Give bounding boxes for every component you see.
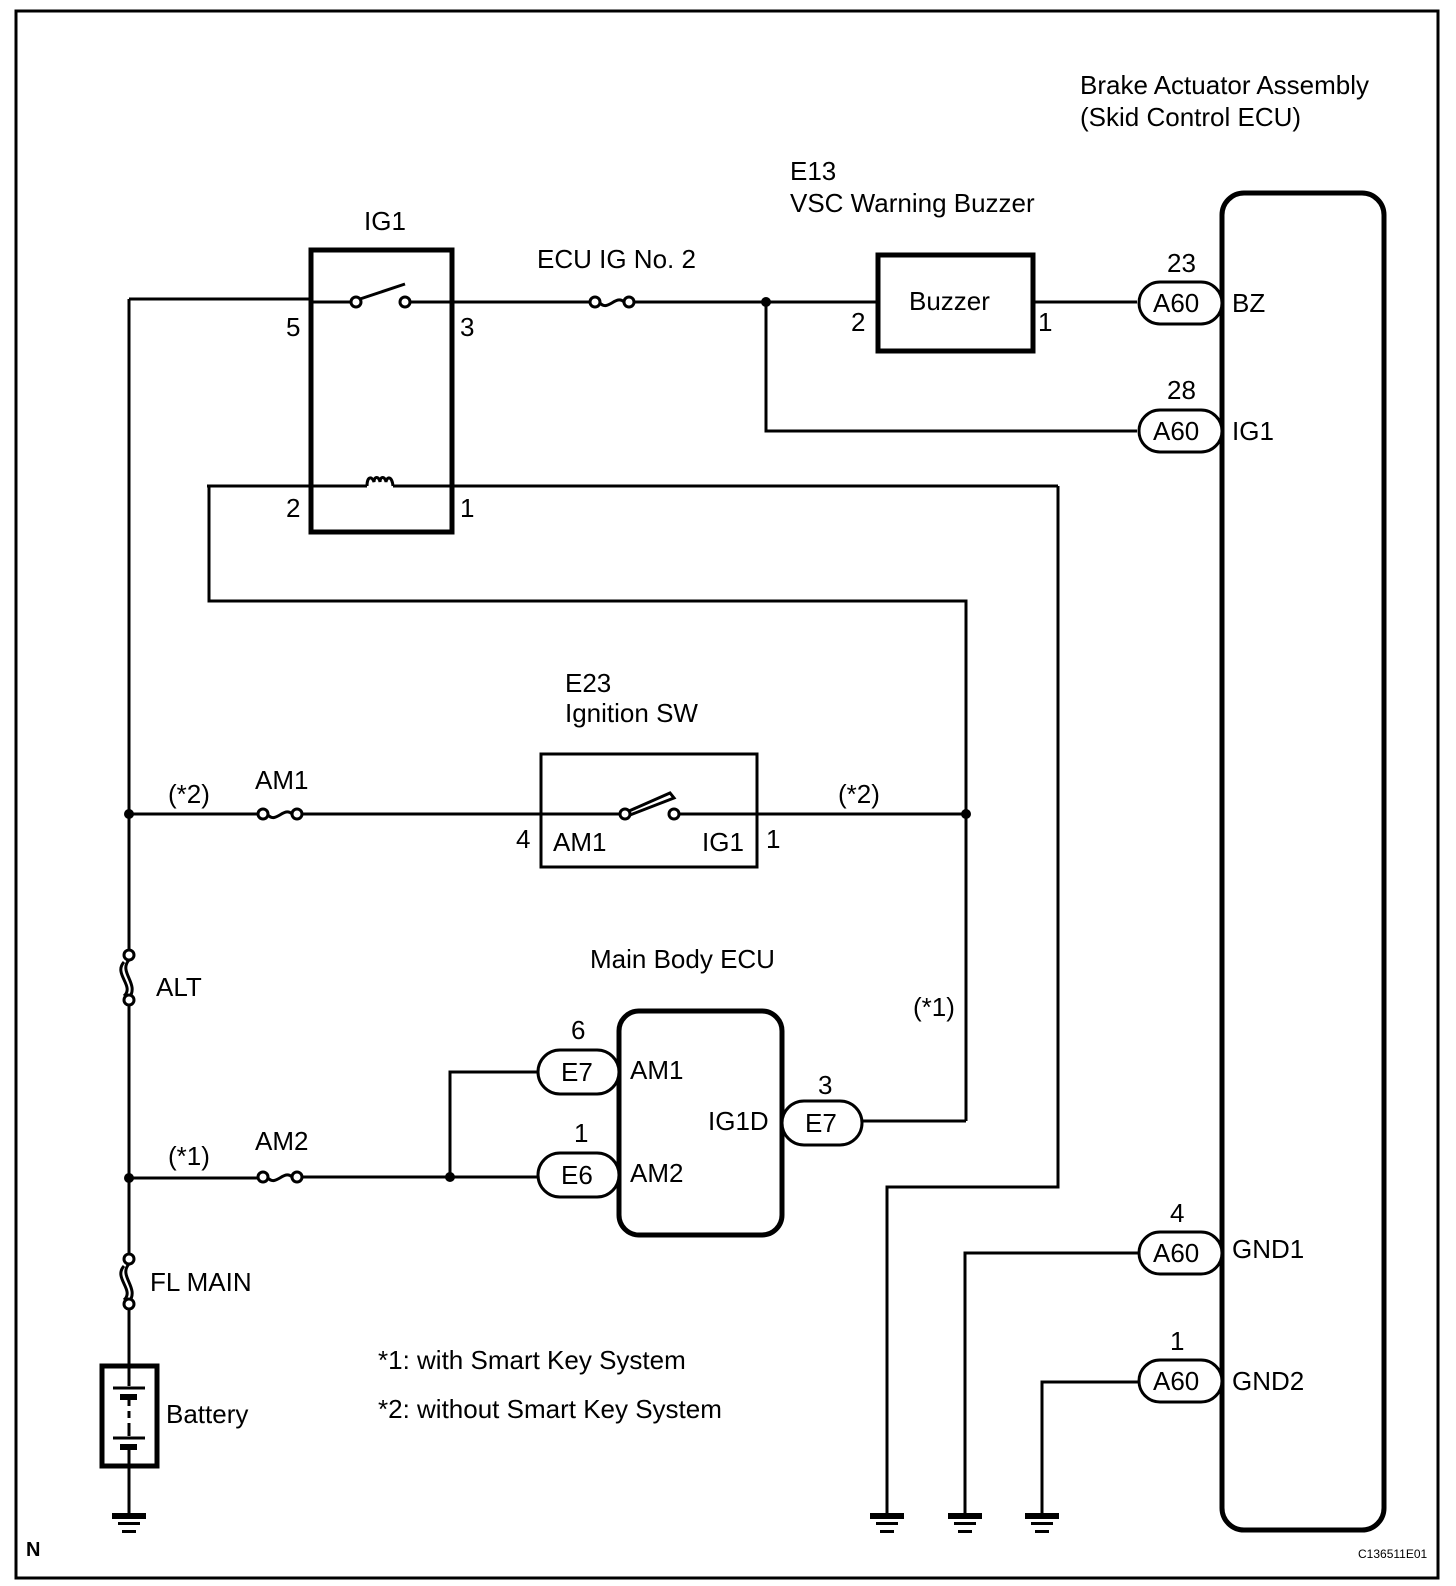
ig-sw-out-note: (*2) bbox=[838, 779, 880, 809]
main-body-ecu-title: Main Body ECU bbox=[590, 944, 775, 974]
connector-code: E6 bbox=[561, 1160, 593, 1190]
wire-to-ecu-ig1 bbox=[764, 302, 1137, 433]
ignition-sw-code: E23 bbox=[565, 668, 611, 698]
ignition-sw-pin-4: 4 bbox=[516, 824, 530, 854]
orientation-mark: N bbox=[26, 1539, 40, 1561]
fuse-fl-main-icon bbox=[119, 1252, 136, 1311]
signal-name: AM1 bbox=[630, 1055, 683, 1085]
connector-code: E7 bbox=[561, 1057, 593, 1087]
relay-pin-5: 5 bbox=[286, 312, 300, 342]
signal-name: IG1D bbox=[708, 1106, 769, 1136]
fuse-fl-main-label: FL MAIN bbox=[150, 1267, 252, 1297]
relay-pin-2: 2 bbox=[286, 493, 300, 523]
connector-code: A60 bbox=[1153, 416, 1199, 446]
wire-gnd1 bbox=[963, 1251, 1139, 1513]
signal-name: GND2 bbox=[1232, 1366, 1304, 1396]
connector-code: A60 bbox=[1153, 1238, 1199, 1268]
ground-icon bbox=[948, 1513, 982, 1533]
relay-switch-icon bbox=[310, 282, 452, 309]
signal-name: BZ bbox=[1232, 288, 1265, 318]
connector-e6-am2: 1 E6 AM2 bbox=[536, 1118, 683, 1199]
signal-name: IG1 bbox=[1232, 416, 1274, 446]
wire-relay-2-loop bbox=[207, 486, 968, 1121]
battery-label: Battery bbox=[166, 1399, 248, 1429]
pin-number: 1 bbox=[574, 1118, 588, 1148]
fuse-am1-icon bbox=[256, 807, 304, 821]
am1-branch-note: (*2) bbox=[168, 779, 210, 809]
figure-id: C136511E01 bbox=[1358, 1547, 1427, 1561]
battery-icon bbox=[99, 1363, 160, 1469]
skid-ecu-title-1: Brake Actuator Assembly bbox=[1080, 70, 1369, 100]
pin-number: 23 bbox=[1167, 248, 1196, 278]
footnote-2: *2: without Smart Key System bbox=[378, 1394, 722, 1424]
signal-name: AM2 bbox=[630, 1158, 683, 1188]
connector-a60-gnd1: 4 A60 GND1 bbox=[1137, 1198, 1304, 1276]
fuse-ecu-ig2-icon bbox=[588, 295, 636, 309]
fuse-alt-icon bbox=[119, 948, 136, 1007]
ignition-sw-am1-label: AM1 bbox=[553, 827, 606, 857]
ignition-sw-ig1-label: IG1 bbox=[702, 827, 744, 857]
wire-relay-1-ground bbox=[885, 486, 1060, 1513]
fuse-am2-icon bbox=[256, 1170, 304, 1184]
pin-number: 4 bbox=[1170, 1198, 1184, 1228]
relay-pin-3: 3 bbox=[460, 312, 474, 342]
junction-dot bbox=[961, 809, 971, 819]
relay-ig1-title: IG1 bbox=[364, 206, 406, 236]
fuse-alt-label: ALT bbox=[156, 972, 202, 1002]
connector-a60-bz: 23 A60 BZ bbox=[1137, 248, 1265, 326]
ignition-sw-box bbox=[539, 752, 759, 869]
skid-ecu-box bbox=[1219, 190, 1387, 1533]
connector-e7-ig1d: 3 E7 IG1D bbox=[708, 1070, 864, 1147]
wire-gnd2 bbox=[1040, 1380, 1139, 1513]
buzzer-body-label: Buzzer bbox=[909, 286, 990, 316]
skid-ecu-title-2: (Skid Control ECU) bbox=[1080, 102, 1301, 132]
fuse-am2-label: AM2 bbox=[255, 1126, 308, 1156]
buzzer-title: VSC Warning Buzzer bbox=[790, 188, 1035, 218]
ignition-switch-icon bbox=[618, 791, 681, 821]
buzzer-pin-1: 1 bbox=[1038, 307, 1052, 337]
fuse-am1-label: AM1 bbox=[255, 765, 308, 795]
connector-code: E7 bbox=[805, 1108, 837, 1138]
wire-to-e7-am1 bbox=[448, 1070, 538, 1177]
pin-number: 3 bbox=[818, 1070, 832, 1100]
relay-pin-1: 1 bbox=[460, 493, 474, 523]
pin-number: 1 bbox=[1170, 1326, 1184, 1356]
am2-branch-note: (*1) bbox=[168, 1141, 210, 1171]
ground-icon bbox=[1025, 1513, 1059, 1533]
connector-a60-ig1: 28 A60 IG1 bbox=[1137, 375, 1274, 454]
connector-code: A60 bbox=[1153, 288, 1199, 318]
ground-icon bbox=[112, 1513, 146, 1533]
relay-ig1-box bbox=[308, 247, 455, 535]
ignition-sw-title: Ignition SW bbox=[565, 698, 698, 728]
signal-name: GND1 bbox=[1232, 1234, 1304, 1264]
connector-e7-am1: 6 E7 AM1 bbox=[536, 1015, 683, 1096]
diagram-frame bbox=[14, 9, 1440, 1580]
connector-a60-gnd2: 1 A60 GND2 bbox=[1137, 1326, 1304, 1404]
pin-number: 6 bbox=[571, 1015, 585, 1045]
relay-coil-icon bbox=[207, 476, 1058, 488]
footnote-1: *1: with Smart Key System bbox=[378, 1345, 686, 1375]
fuse-ecu-ig2-label: ECU IG No. 2 bbox=[537, 244, 696, 274]
buzzer-code: E13 bbox=[790, 156, 836, 186]
ignition-sw-pin-1: 1 bbox=[766, 824, 780, 854]
ig1d-out-note: (*1) bbox=[913, 992, 955, 1022]
ground-icon bbox=[870, 1513, 904, 1533]
buzzer-pin-2: 2 bbox=[851, 307, 865, 337]
connector-code: A60 bbox=[1153, 1366, 1199, 1396]
pin-number: 28 bbox=[1167, 375, 1196, 405]
